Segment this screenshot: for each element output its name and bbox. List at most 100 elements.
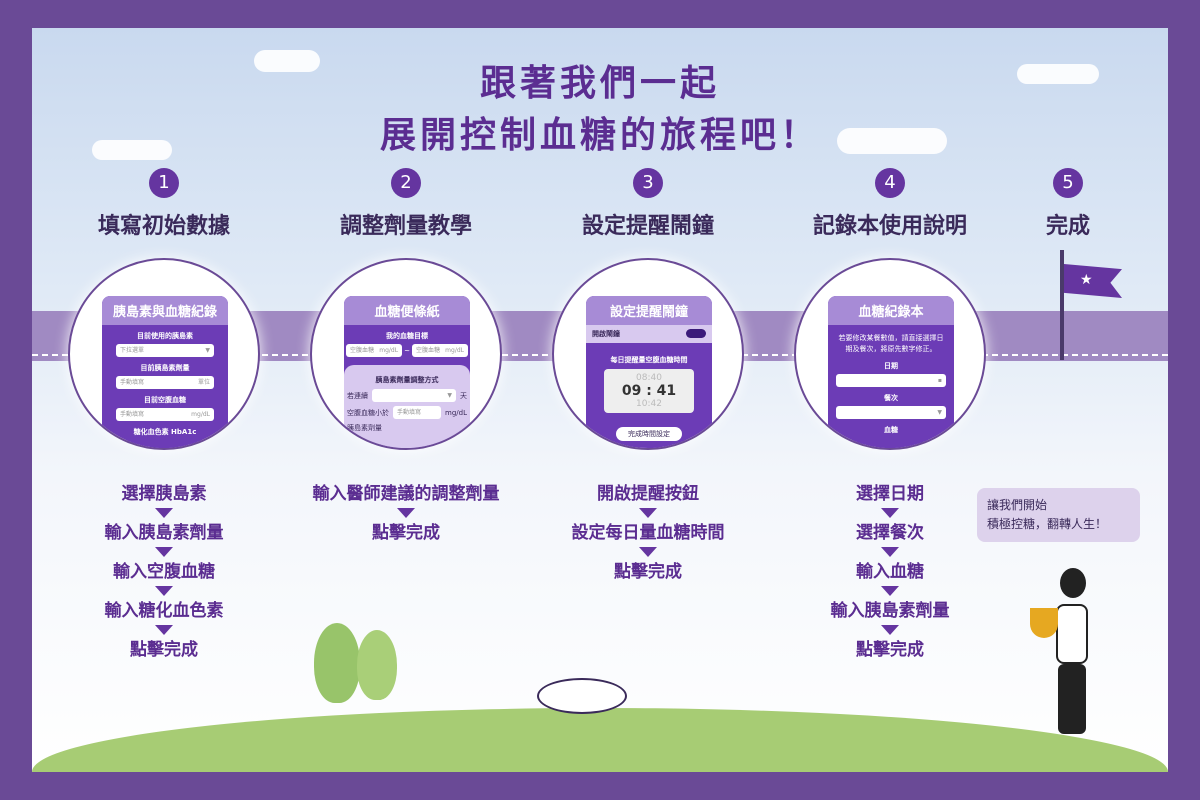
tree-icon (314, 623, 360, 703)
cloud (837, 128, 947, 154)
days-select[interactable]: ▼ (372, 389, 456, 402)
speech-bubble: 讓我們開始積極控糖，翻轉人生！ (977, 488, 1140, 542)
step-title: 設定提醒鬧鐘 (581, 214, 714, 239)
arrow-down-icon (155, 547, 173, 557)
cloud (1017, 64, 1099, 84)
step-number: 2 (391, 168, 421, 198)
infographic: 跟著我們一起 展開控制血糖的旅程吧！ 1 填寫初始數據 2 調整劑量教學 3 設定提醒… (32, 28, 1168, 772)
step-title: 記錄本使用說明 (812, 214, 967, 239)
dropdown-icon: ▼ (205, 347, 210, 354)
list-item: 輸入空腹血糖 (113, 562, 215, 582)
grass-hill (32, 708, 1168, 772)
label: 目前空腹血糖 (144, 396, 186, 404)
flag-pole (1060, 250, 1064, 360)
step-3-list: 開啟提醒按鈕 設定每日量血糖時間 點擊完成 (528, 483, 768, 583)
step-3: 3 設定提醒鬧鐘 (548, 168, 748, 240)
finish-time-button[interactable]: 完成時間設定 (616, 427, 682, 441)
label: 我的血糖目標 (386, 332, 428, 340)
cloud (92, 140, 172, 160)
list-item: 選擇餐次 (856, 523, 924, 543)
list-item: 輸入糖化血色素 (104, 601, 224, 621)
dose-input[interactable]: 手動填寫單位 (116, 376, 214, 389)
arrow-down-icon (881, 547, 899, 557)
arrow-down-icon (155, 586, 173, 596)
tree-icon (357, 630, 397, 700)
step-1: 1 填寫初始數據 (64, 168, 264, 240)
phone-screen: 胰島素與血糖紀錄 目前使用的胰島素 下拉選單▼ 目前胰島素劑量 手動填寫單位 目… (102, 296, 228, 448)
label: 胰島素劑量 (347, 424, 382, 432)
list-item: 選擇日期 (856, 484, 924, 504)
label: 日期 (884, 362, 898, 370)
calendar-icon: ▪ (937, 377, 942, 384)
label: 目前使用的胰島素 (137, 332, 193, 340)
dog-illustration (537, 678, 627, 714)
list-item: 點擊完成 (372, 523, 440, 543)
step-title: 調整劑量教學 (339, 214, 472, 239)
cloud (254, 50, 320, 72)
trophy-icon (1030, 608, 1058, 638)
label: 血糖 (884, 426, 898, 434)
insulin-select[interactable]: 下拉選單▼ (116, 344, 214, 357)
list-item: 設定每日量血糖時間 (571, 523, 725, 543)
list-item: 開啟提醒按鈕 (597, 484, 699, 504)
alarm-toggle[interactable] (686, 329, 706, 338)
screen-circle-4: 血糖紀錄本 若要修改某餐數值，請直接選擇日期及餐次，將原先數字修正。 日期 ▪ … (794, 258, 986, 450)
list-item: 點擊完成 (614, 562, 682, 582)
step-title: 填寫初始數據 (97, 214, 230, 239)
list-item: 輸入醫師建議的調整劑量 (312, 484, 500, 504)
toggle-label: 開啟鬧鐘 (592, 330, 620, 338)
phone-screen: 血糖紀錄本 若要修改某餐數值，請直接選擇日期及餐次，將原先數字修正。 日期 ▪ … (828, 296, 954, 448)
label: 目前胰島素劑量 (140, 364, 190, 372)
screen-header: 設定提醒鬧鐘 (586, 296, 712, 325)
step-number: 3 (633, 168, 663, 198)
note: 若要修改某餐數值，請直接選擇日期及餐次，將原先數字修正。 (838, 334, 944, 353)
arrow-down-icon (881, 625, 899, 635)
list-item: 輸入血糖 (856, 562, 924, 582)
step-2-list: 輸入醫師建議的調整劑量 點擊完成 (286, 483, 526, 544)
arrow-down-icon (155, 508, 173, 518)
list-item: 輸入胰島素劑量 (104, 523, 224, 543)
list-item: 點擊完成 (856, 640, 924, 660)
step-4: 4 記錄本使用說明 (790, 168, 990, 240)
title-line1: 跟著我們一起 (479, 63, 720, 104)
list-item: 選擇胰島素 (121, 484, 207, 504)
label: 每日提醒量空腹血糖時間 (610, 356, 688, 364)
runner-illustration (1030, 568, 1102, 748)
arrow-down-icon (639, 547, 657, 557)
step-4-list: 選擇日期 選擇餐次 輸入血糖 輸入胰島素劑量 點擊完成 (770, 483, 1010, 661)
screen-circle-1: 胰島素與血糖紀錄 目前使用的胰島素 下拉選單▼ 目前胰島素劑量 手動填寫單位 目… (68, 258, 260, 450)
arrow-down-icon (881, 508, 899, 518)
threshold-input[interactable]: 手動填寫 (393, 406, 442, 419)
step-1-list: 選擇胰島素 輸入胰島素劑量 輸入空腹血糖 輸入糖化血色素 點擊完成 (44, 483, 284, 661)
step-number: 4 (875, 168, 905, 198)
arrow-down-icon (155, 625, 173, 635)
flag-star-icon: ★ (1064, 264, 1122, 298)
screen-header: 血糖便條紙 (344, 296, 470, 325)
screen-header: 胰島素與血糖紀錄 (102, 296, 228, 325)
label: 糖化血色素 HbA1c (133, 428, 197, 436)
meal-select[interactable]: ▼ (836, 406, 946, 419)
title-line2: 展開控制血糖的旅程吧！ (379, 115, 820, 156)
arrow-down-icon (397, 508, 415, 518)
arrow-down-icon (881, 586, 899, 596)
screen-header: 血糖紀錄本 (828, 296, 954, 325)
list-item: 輸入胰島素劑量 (830, 601, 950, 621)
arrow-down-icon (639, 508, 657, 518)
date-input[interactable]: ▪ (836, 374, 946, 387)
dropdown-icon: ▼ (937, 409, 942, 416)
step-2: 2 調整劑量教學 (306, 168, 506, 240)
list-item: 點擊完成 (130, 640, 198, 660)
label: 胰島素劑量調整方式 (375, 376, 439, 384)
step-number: 5 (1053, 168, 1083, 198)
label: 餐次 (884, 394, 898, 402)
step-number: 1 (149, 168, 179, 198)
